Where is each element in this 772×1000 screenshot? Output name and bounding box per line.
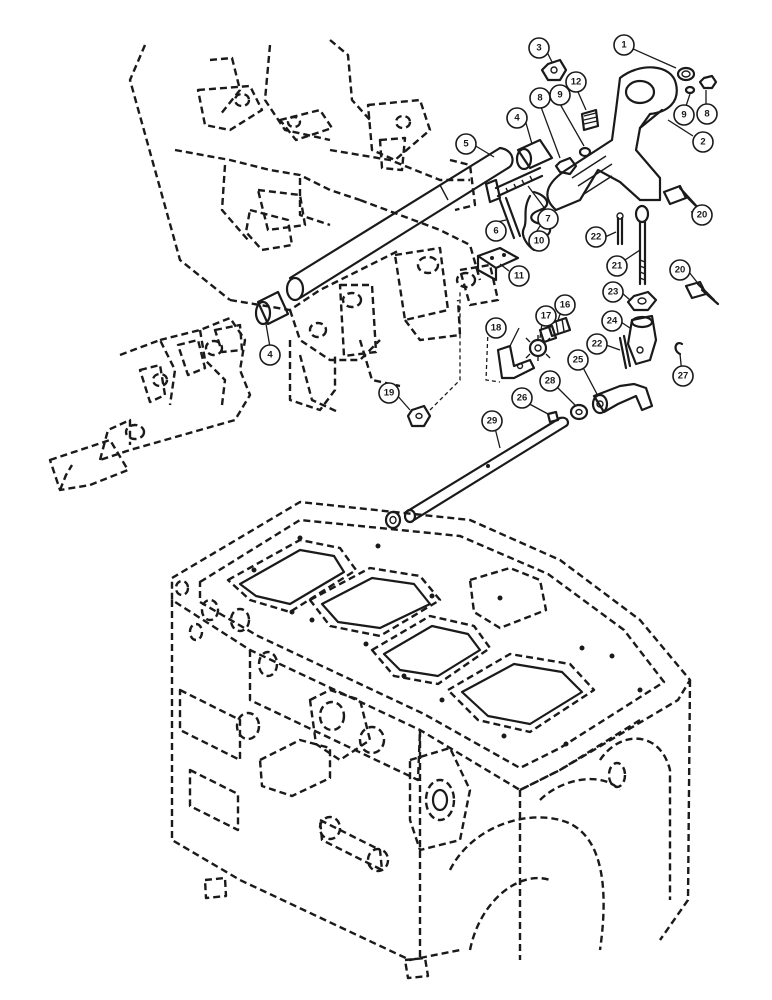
nut-19 <box>406 404 432 428</box>
clip-27 <box>674 342 684 356</box>
callout-22-lower-label: 22 <box>592 339 603 350</box>
callout-20-lower: 20 <box>669 259 691 281</box>
callout-11: 11 <box>508 265 530 287</box>
callout-23-label: 23 <box>608 287 619 298</box>
callout-21-label: 21 <box>612 261 623 272</box>
callout-2-label: 2 <box>700 137 705 148</box>
callout-4-lower: 4 <box>259 344 281 366</box>
ball-9-right <box>684 85 696 95</box>
callout-25: 25 <box>567 349 589 371</box>
callout-21: 21 <box>606 255 628 277</box>
spring-12 <box>580 108 600 132</box>
shaft-29 <box>403 416 570 524</box>
callout-9-left: 9 <box>549 84 571 106</box>
cross-shaft <box>285 146 514 302</box>
callout-19: 19 <box>378 382 400 404</box>
nut-23 <box>626 290 658 312</box>
callout-24-label: 24 <box>607 316 618 327</box>
rod-21 <box>634 204 650 286</box>
callout-18: 18 <box>485 317 507 339</box>
callout-26: 26 <box>511 387 533 409</box>
bushing-lower <box>254 290 290 326</box>
callout-7: 7 <box>537 208 559 230</box>
callout-4-lower-label: 4 <box>267 350 273 361</box>
callout-12: 12 <box>565 71 587 93</box>
transmission-housing <box>170 500 692 980</box>
nut-8-left <box>554 156 578 176</box>
callout-5: 5 <box>455 133 477 155</box>
callout-12-label: 12 <box>571 77 582 88</box>
snap-ring <box>676 66 696 82</box>
callout-24: 24 <box>601 310 623 332</box>
callout-17: 17 <box>535 305 557 327</box>
callout-6: 6 <box>485 220 507 242</box>
callout-10-label: 10 <box>534 236 545 247</box>
nut-8-right <box>698 74 718 90</box>
callout-22-upper-label: 22 <box>591 232 602 243</box>
washer-17 <box>525 335 551 361</box>
callout-3: 3 <box>528 37 550 59</box>
leader-lines <box>265 47 707 449</box>
nut-3 <box>540 58 568 82</box>
callout-4-upper-label: 4 <box>514 113 520 124</box>
callout-27-label: 27 <box>678 371 689 382</box>
callout-22-upper: 22 <box>585 226 607 248</box>
callout-20-upper: 20 <box>691 204 713 226</box>
callout-6-label: 6 <box>493 226 498 237</box>
callout-7-label: 7 <box>545 214 550 225</box>
callout-29-label: 29 <box>487 416 498 427</box>
callout-9-right-label: 9 <box>681 110 686 121</box>
callout-20-upper-label: 20 <box>697 210 708 221</box>
callout-2: 2 <box>692 131 714 153</box>
callout-16-label: 16 <box>560 300 571 311</box>
callout-26-label: 26 <box>517 393 528 404</box>
cotter-pin-22-lower <box>618 334 632 370</box>
callout-23: 23 <box>602 281 624 303</box>
callout-18-label: 18 <box>491 323 502 334</box>
callout-16: 16 <box>554 294 576 316</box>
bracket-18 <box>496 344 536 380</box>
pedal-arm <box>546 66 678 212</box>
callout-9-left-label: 9 <box>557 90 562 101</box>
ball-9-left <box>578 146 592 158</box>
callout-28-label: 28 <box>545 376 556 387</box>
callout-1-label: 1 <box>621 40 627 51</box>
bushing-upper <box>515 138 554 171</box>
pin-6 <box>498 196 522 240</box>
bracket-11 <box>476 246 520 282</box>
callout-8-right: 8 <box>696 103 718 125</box>
callout-29: 29 <box>481 410 503 432</box>
callout-9-right: 9 <box>673 104 695 126</box>
callout-8-left: 8 <box>529 87 551 109</box>
bolt-20-lower <box>684 280 720 306</box>
cotter-pin-22-upper <box>616 212 624 246</box>
callout-10: 10 <box>528 230 550 252</box>
clevis-24 <box>626 314 658 366</box>
callout-27: 27 <box>672 365 694 387</box>
callout-11-label: 11 <box>514 271 525 282</box>
fork-casting <box>48 316 252 492</box>
support-casting <box>128 39 500 414</box>
callout-8-right-label: 8 <box>704 109 709 120</box>
bolt-7 <box>484 166 544 204</box>
callout-4-upper: 4 <box>506 107 528 129</box>
callout-19-label: 19 <box>384 388 395 399</box>
shaft-end-washer <box>384 510 402 530</box>
washer-28 <box>569 403 589 421</box>
callout-22-lower: 22 <box>586 333 608 355</box>
callout-17-label: 17 <box>541 311 552 322</box>
callout-5-label: 5 <box>463 139 469 150</box>
callout-1: 1 <box>613 34 635 56</box>
callout-20-lower-label: 20 <box>675 265 686 276</box>
callout-28: 28 <box>539 370 561 392</box>
screw-16 <box>538 316 572 344</box>
callout-8-left-label: 8 <box>537 93 542 104</box>
callout-25-label: 25 <box>573 355 584 366</box>
lever-25 <box>591 382 654 415</box>
callout-3-label: 3 <box>536 43 541 54</box>
